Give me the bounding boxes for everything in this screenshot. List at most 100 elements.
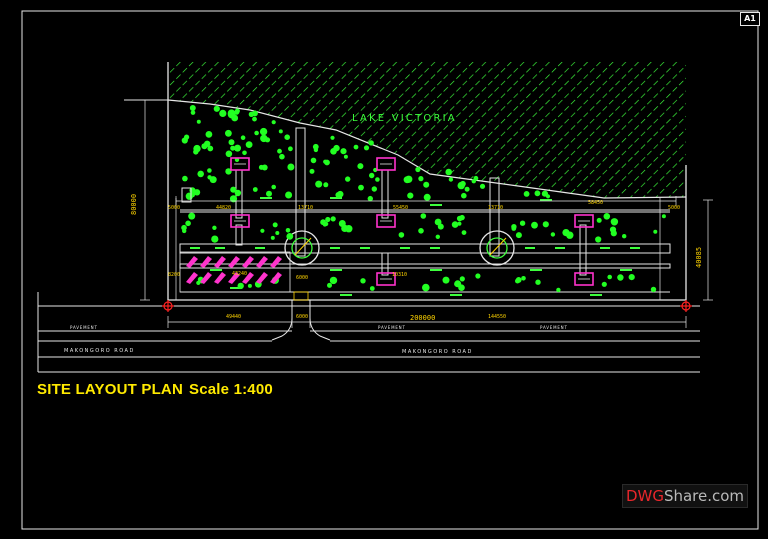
parking-bay bbox=[228, 272, 240, 284]
parking-bay bbox=[242, 272, 254, 284]
tree bbox=[258, 164, 264, 170]
tree bbox=[196, 119, 201, 124]
pavement-label-right: PAVEMENT bbox=[540, 325, 568, 330]
tree bbox=[260, 134, 268, 143]
road-label-upper: MAKONGORO ROAD bbox=[64, 348, 135, 354]
tree bbox=[266, 190, 272, 197]
tree bbox=[234, 109, 240, 115]
tree bbox=[345, 176, 351, 182]
tree bbox=[607, 274, 612, 280]
road-label-lower: MAKONGORO ROAD bbox=[402, 349, 473, 355]
watermark-part1: DWG bbox=[625, 487, 664, 505]
lake-label: LAKE VICTORIA bbox=[352, 113, 457, 124]
tree bbox=[188, 212, 196, 220]
tree bbox=[459, 276, 465, 282]
site-boundary bbox=[167, 62, 687, 301]
dim-bottom-left: 49440 bbox=[226, 314, 241, 320]
parking-bay bbox=[186, 272, 198, 284]
tree bbox=[535, 279, 541, 285]
tree bbox=[459, 214, 465, 221]
watermark-logo[interactable]: DWGShare.com bbox=[622, 484, 748, 508]
dim-mid-a: 10310 bbox=[392, 272, 407, 278]
tree bbox=[286, 233, 294, 240]
tree bbox=[562, 229, 570, 237]
tree bbox=[603, 213, 611, 220]
buildings bbox=[230, 157, 594, 286]
tree bbox=[398, 232, 405, 238]
tree bbox=[285, 191, 293, 199]
tree-group bbox=[181, 105, 666, 293]
tree bbox=[541, 190, 549, 197]
building-c1 bbox=[574, 214, 594, 228]
tree bbox=[227, 109, 236, 117]
tree bbox=[435, 234, 440, 239]
tree bbox=[437, 223, 444, 230]
tree bbox=[315, 180, 323, 188]
pavement-label-mid: PAVEMENT bbox=[378, 325, 406, 330]
building-b3 bbox=[376, 272, 396, 286]
tree bbox=[363, 145, 370, 151]
tree bbox=[531, 221, 538, 229]
dim-side-a: 5000 bbox=[168, 205, 180, 211]
dim-top-b: 13710 bbox=[298, 205, 313, 211]
tree bbox=[595, 236, 602, 243]
tree bbox=[329, 276, 338, 285]
tree bbox=[609, 226, 617, 233]
tree bbox=[628, 274, 635, 281]
tree bbox=[248, 111, 255, 118]
tree bbox=[182, 228, 187, 234]
tree bbox=[415, 166, 421, 173]
dim-top-c: 55450 bbox=[393, 205, 408, 211]
tree bbox=[556, 287, 561, 293]
tree bbox=[189, 105, 196, 111]
parking-bay bbox=[214, 272, 226, 284]
building-c2 bbox=[574, 272, 594, 286]
dim-side-b: 5000 bbox=[668, 205, 680, 211]
tree bbox=[193, 189, 201, 196]
dim-total-width: 200000 bbox=[410, 314, 435, 322]
tree bbox=[313, 147, 319, 153]
tree bbox=[418, 228, 424, 234]
tree bbox=[234, 144, 241, 152]
tree bbox=[270, 235, 275, 240]
tree bbox=[335, 192, 342, 198]
tree bbox=[284, 134, 291, 140]
tree bbox=[247, 283, 252, 288]
tree bbox=[219, 109, 227, 117]
tree bbox=[534, 190, 541, 197]
tree bbox=[653, 229, 658, 234]
tree bbox=[323, 182, 329, 188]
tree bbox=[461, 192, 467, 199]
tree bbox=[457, 221, 462, 226]
tree bbox=[330, 216, 336, 222]
tree bbox=[310, 157, 317, 164]
tree bbox=[521, 276, 526, 281]
dimension-lines bbox=[140, 99, 713, 328]
tree bbox=[230, 186, 237, 193]
tree bbox=[458, 284, 465, 292]
tree bbox=[418, 176, 424, 182]
dim-top-e: 58450 bbox=[588, 200, 603, 206]
tree bbox=[207, 145, 214, 152]
tree bbox=[260, 228, 265, 233]
tree bbox=[475, 273, 481, 279]
tree bbox=[213, 105, 220, 112]
tree bbox=[225, 129, 232, 137]
parking-bay bbox=[256, 256, 268, 268]
tree bbox=[271, 184, 277, 190]
tree bbox=[451, 221, 459, 228]
tree bbox=[460, 180, 466, 187]
parking-bay bbox=[200, 256, 212, 268]
tree bbox=[550, 232, 556, 237]
tree bbox=[360, 278, 366, 284]
tree bbox=[277, 148, 282, 154]
tree bbox=[204, 140, 211, 147]
tree bbox=[511, 226, 517, 231]
tree bbox=[369, 172, 375, 179]
tree bbox=[448, 177, 454, 182]
building-b2 bbox=[376, 214, 396, 228]
tree bbox=[242, 150, 247, 156]
tree bbox=[341, 224, 349, 232]
sheet-size-tag: A1 bbox=[740, 12, 760, 26]
